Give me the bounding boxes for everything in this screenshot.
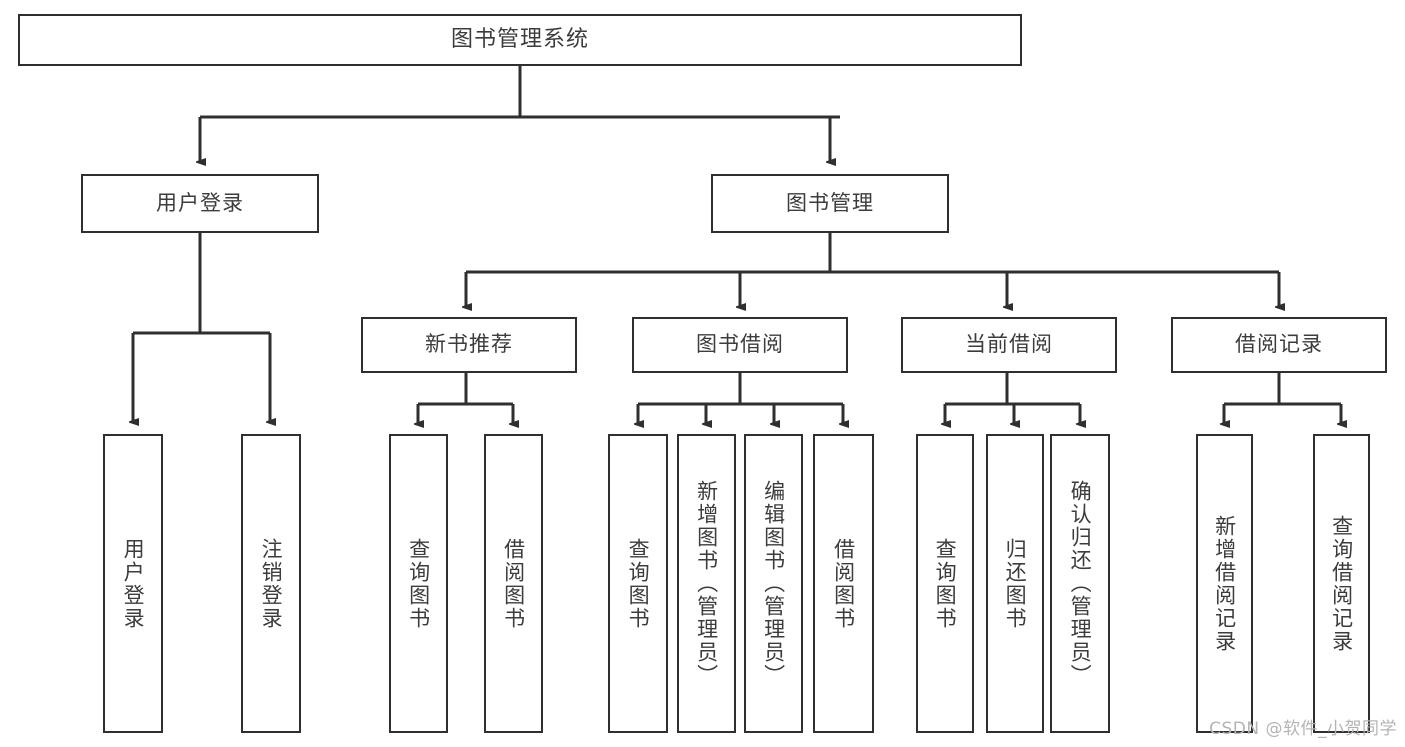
leaf-add-borrow-record[interactable]: 新增借阅记录 [1196, 434, 1253, 733]
leaf-add-book-admin[interactable]: 新增图书（管理员） [677, 434, 736, 733]
node-label: 确认归还（管理员） [1068, 480, 1093, 687]
node-label: 归还图书 [1003, 537, 1028, 630]
node-label: 新书推荐 [425, 332, 513, 357]
node-label: 图书管理系统 [450, 26, 589, 52]
node-label: 新增借阅记录 [1212, 514, 1237, 653]
node-label: 当前借阅 [965, 332, 1053, 357]
node-label: 用户登录 [156, 190, 244, 215]
leaf-borrow-book-recommend[interactable]: 借阅图书 [484, 434, 543, 733]
leaf-user-login[interactable]: 用户登录 [103, 434, 163, 733]
node-label: 图书借阅 [696, 332, 784, 357]
leaf-query-book-borrow[interactable]: 查询图书 [608, 434, 668, 733]
node-label: 借阅图书 [831, 537, 856, 630]
node-label: 借阅图书 [501, 537, 526, 630]
node-label: 用户登录 [121, 537, 146, 630]
node-label: 编辑图书（管理员） [761, 480, 786, 687]
leaf-logout-login[interactable]: 注销登录 [241, 434, 301, 733]
node-new-book-recommend[interactable]: 新书推荐 [361, 317, 577, 373]
node-label: 图书管理 [786, 190, 874, 215]
node-label: 借阅记录 [1235, 332, 1323, 357]
leaf-query-borrow-record[interactable]: 查询借阅记录 [1313, 434, 1370, 733]
leaf-query-book-recommend[interactable]: 查询图书 [389, 434, 448, 733]
node-label: 注销登录 [259, 537, 284, 630]
leaf-return-book[interactable]: 归还图书 [986, 434, 1044, 733]
node-borrow-record[interactable]: 借阅记录 [1171, 317, 1387, 373]
node-root-book-management-system[interactable]: 图书管理系统 [18, 14, 1022, 66]
leaf-borrow-book-borrow[interactable]: 借阅图书 [813, 434, 874, 733]
node-label: 查询图书 [626, 537, 651, 630]
leaf-confirm-return-admin[interactable]: 确认归还（管理员） [1050, 434, 1110, 733]
node-label: 新增图书（管理员） [694, 480, 719, 687]
leaf-edit-book-admin[interactable]: 编辑图书（管理员） [744, 434, 803, 733]
node-book-management[interactable]: 图书管理 [711, 174, 949, 233]
node-label: 查询图书 [933, 537, 958, 630]
node-book-borrow[interactable]: 图书借阅 [632, 317, 848, 373]
node-user-login[interactable]: 用户登录 [81, 174, 319, 233]
leaf-query-book-current[interactable]: 查询图书 [916, 434, 974, 733]
node-label: 查询借阅记录 [1329, 514, 1354, 653]
node-current-borrow[interactable]: 当前借阅 [901, 317, 1117, 373]
node-label: 查询图书 [406, 537, 431, 630]
